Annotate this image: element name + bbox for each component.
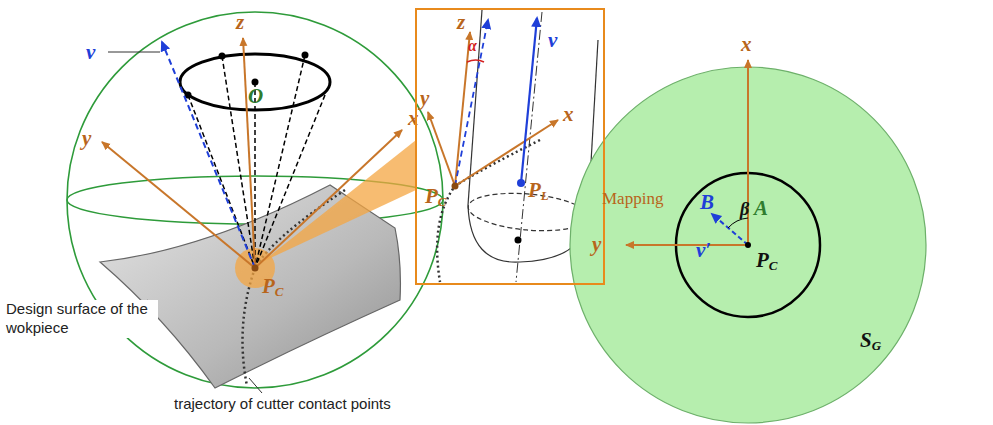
x-axis: [455, 120, 558, 186]
v-dashed: [455, 20, 488, 186]
point: [252, 265, 259, 272]
axis-label: x: [741, 34, 752, 55]
point: [252, 79, 259, 86]
contact-trajectory: [437, 140, 540, 282]
zoom-wedge: [262, 140, 416, 262]
surface-note: Design surface of the wokpiece: [4, 300, 158, 338]
point: [302, 52, 309, 59]
axis-label: v′: [696, 240, 711, 261]
axis-label: v: [548, 30, 557, 51]
cone-line: [255, 95, 325, 268]
axis-label: PC: [262, 276, 284, 298]
axis-label: z: [236, 12, 244, 33]
axis-label: PC: [756, 250, 778, 272]
axis-label: v: [86, 42, 95, 63]
zoom-inset: zα v y xPC PL: [415, 8, 605, 285]
axis-label: z: [457, 12, 465, 33]
gauss-map-disk: xABβyv′PCSG: [570, 67, 926, 423]
point: [517, 179, 525, 187]
tool-circle: [180, 54, 330, 110]
beta-arc: [728, 218, 748, 228]
axis-label: y: [592, 234, 601, 255]
axis-label: SG: [860, 330, 881, 352]
axis-label: y: [82, 128, 91, 149]
y-axis: [626, 244, 748, 246]
v-vector: [521, 18, 537, 183]
point: [452, 183, 459, 190]
axis-label: A: [754, 198, 768, 219]
trajectory-note: trajectory of cutter contact points: [172, 396, 393, 411]
axis-label: O: [248, 86, 263, 107]
axis-label: β: [740, 200, 749, 218]
axis-label: PC: [425, 186, 447, 208]
mapping-note: Mapping: [600, 190, 665, 207]
point: [219, 53, 226, 60]
v-prime: [712, 214, 748, 245]
cone-line: [188, 95, 255, 268]
y-axis: [428, 112, 455, 186]
point: [515, 237, 522, 244]
leader-line: [108, 52, 160, 53]
y-axis: [102, 142, 255, 268]
z-axis: [243, 38, 255, 268]
axis-label: x: [563, 104, 574, 125]
alpha-arc: [467, 60, 484, 62]
z-axis: [455, 32, 470, 186]
axis-label: α: [468, 38, 477, 54]
v-vector: [162, 42, 255, 268]
axis-label: y: [420, 88, 429, 109]
x-axis: [255, 130, 402, 268]
point: [745, 242, 751, 248]
leader-line: [249, 378, 262, 393]
axis-label: B: [700, 192, 714, 213]
axis-label: PL: [528, 180, 549, 202]
